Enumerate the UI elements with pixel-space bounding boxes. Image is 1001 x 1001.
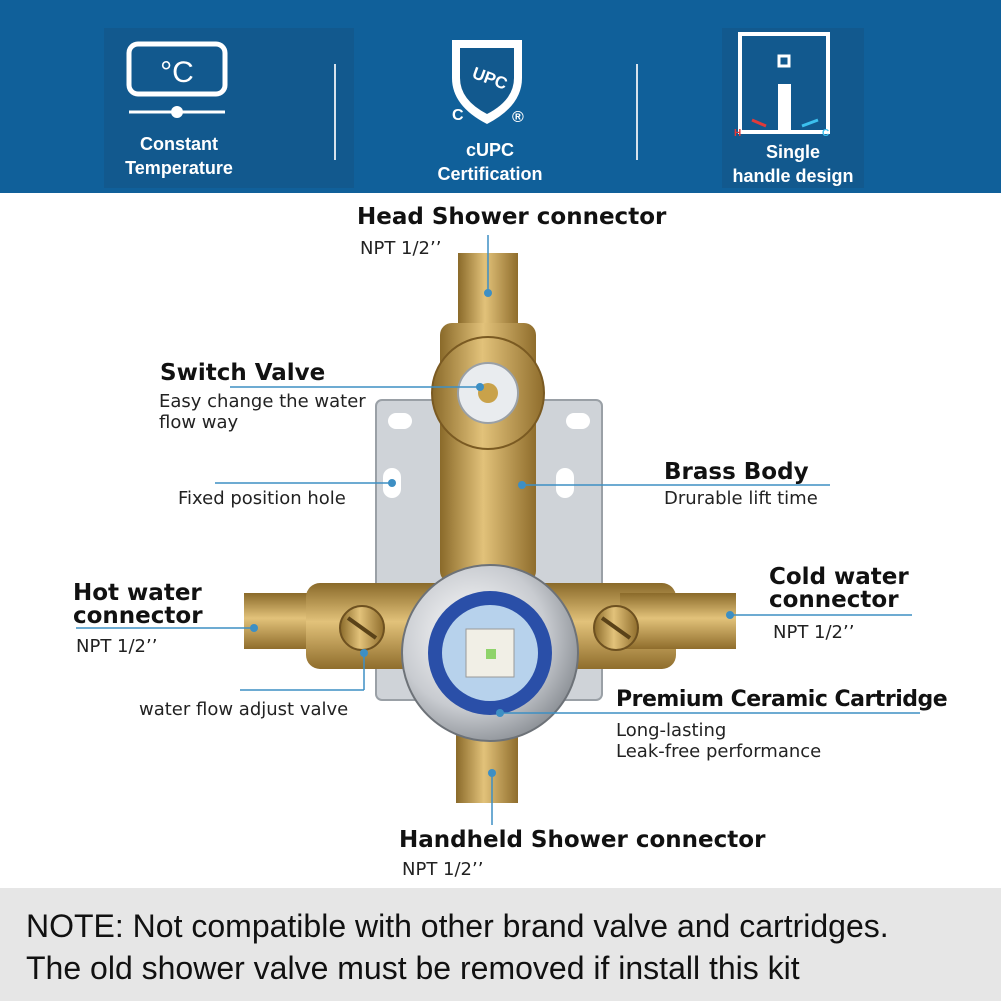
flow-adjust-label: water flow adjust valve [139, 699, 349, 720]
note-bar [0, 888, 1001, 1001]
fixed-position-hole-label: Fixed position hole [178, 488, 346, 509]
hot-mark: H [734, 128, 741, 138]
brass-body-desc: Drurable lift time [664, 488, 818, 509]
cartridge-title: Premium Ceramic Cartridge [616, 687, 948, 712]
handheld-shower-title: Handheld Shower connector [399, 827, 766, 853]
note-line-1: NOTE: Not compatible with other brand va… [26, 908, 889, 944]
feature-constant-temperature: °C Constant Temperature [104, 28, 354, 188]
brass-body-title: Brass Body [664, 459, 809, 485]
handheld-shower-spec: NPT 1/2’’ [402, 859, 484, 880]
leader-dots [250, 289, 734, 777]
switch-valve-desc: Easy change the water flow way [159, 391, 366, 433]
feature-single-handle: H C Single handle design [722, 28, 864, 188]
cold-water-spec: NPT 1/2’’ [773, 622, 855, 643]
cartridge-stem [465, 628, 515, 678]
c-mark: C [452, 107, 464, 124]
feature-label-single-handle: Single handle design [732, 142, 854, 186]
banner-divider [636, 64, 638, 160]
valve-illustration [76, 235, 920, 825]
cold-water-title: Cold water connector [769, 564, 909, 613]
banner-divider [334, 64, 336, 160]
bracket-hole [556, 468, 574, 498]
cold-mark: C [822, 128, 829, 138]
head-shower-title: Head Shower connector [357, 204, 667, 230]
cartridge-desc: Long-lasting Leak-free performance [616, 720, 822, 762]
cupc-shield-icon: UPC C ® [452, 40, 524, 126]
celsius-symbol: °C [160, 56, 194, 89]
bracket-hole [566, 413, 590, 429]
hot-water-title: Hot water connector [73, 580, 203, 629]
hot-water-spec: NPT 1/2’’ [76, 636, 158, 657]
switch-valve-title: Switch Valve [160, 360, 326, 386]
registered-mark: ® [512, 109, 524, 126]
head-shower-spec: NPT 1/2’’ [360, 238, 442, 259]
feature-cupc-certification: UPC C ® cUPC Certification [410, 28, 590, 188]
leader-lines [76, 235, 920, 825]
note-line-2: The old shower valve must be removed if … [26, 950, 800, 986]
feature-label-constant-temperature: Constant Temperature [125, 134, 233, 178]
bracket-hole [388, 413, 412, 429]
cold-water-connector [620, 593, 736, 649]
thermostat-celsius-icon: °C [126, 41, 228, 118]
single-handle-icon: H C [734, 32, 830, 138]
feature-label-cupc: cUPC Certification [437, 140, 543, 184]
